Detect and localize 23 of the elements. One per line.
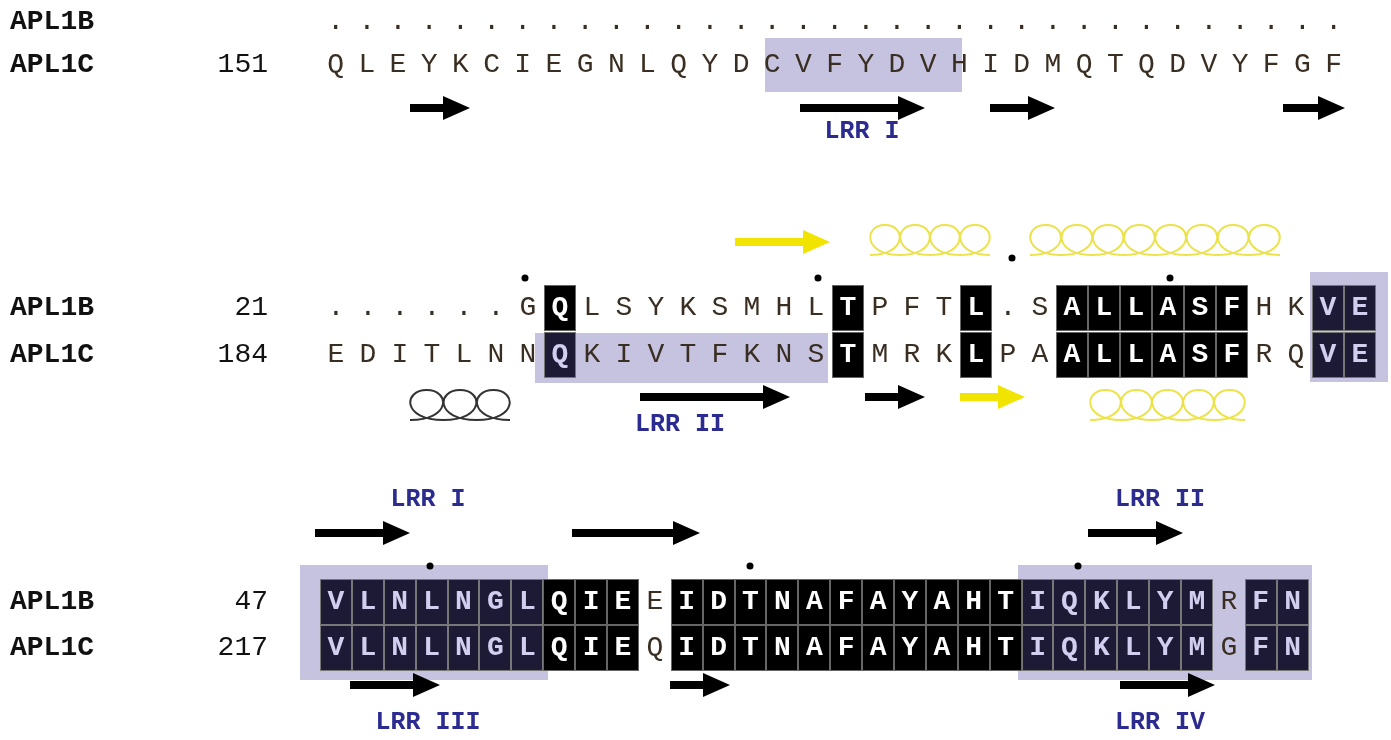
domain-label: LRR II [635, 410, 725, 440]
sequence-name: APL1C [10, 338, 94, 372]
sequence-name: APL1B [10, 585, 94, 619]
sequence-text: Q L E Y K C I E G N L Q Y D C V F Y D V H I D M Q T Q D V Y F G F [326, 48, 1343, 82]
sequence-text: V L N L N G L Q I E Q I D T N A F A Y A H T I Q K L Y M G F N [320, 625, 1309, 671]
residue-number: 217 [217, 631, 268, 665]
residue-number: 151 [217, 48, 268, 82]
sequence-text: . . . . . . . . . . . . . . . . . . . . . . . . . . . . . . . . . [326, 5, 1343, 39]
domain-label: LRR I [390, 485, 466, 515]
sequence-name: APL1B [10, 291, 94, 325]
domain-label: LRR II [1115, 485, 1205, 515]
sequence-text: E D I T L N N Q K I V T F K N S T M R K L P A A L L A S F R Q V E [320, 332, 1376, 378]
domain-label: LRR III [375, 708, 481, 738]
sequence-name: APL1B [10, 5, 94, 39]
sequence-text: . . . . . . G Q L S Y K S M H L T P F T L . S A L L A S F H K V E [320, 285, 1376, 331]
sequence-name: APL1C [10, 631, 94, 665]
residue-number: 21 [234, 291, 268, 325]
residue-number: 184 [217, 338, 268, 372]
sequence-name: APL1C [10, 48, 94, 82]
residue-number: 47 [234, 585, 268, 619]
sequence-text: V L N L N G L Q I E E I D T N A F A Y A H T I Q K L Y M R F N [320, 579, 1309, 625]
domain-label: LRR I [824, 117, 900, 147]
domain-label: LRR IV [1115, 708, 1205, 738]
